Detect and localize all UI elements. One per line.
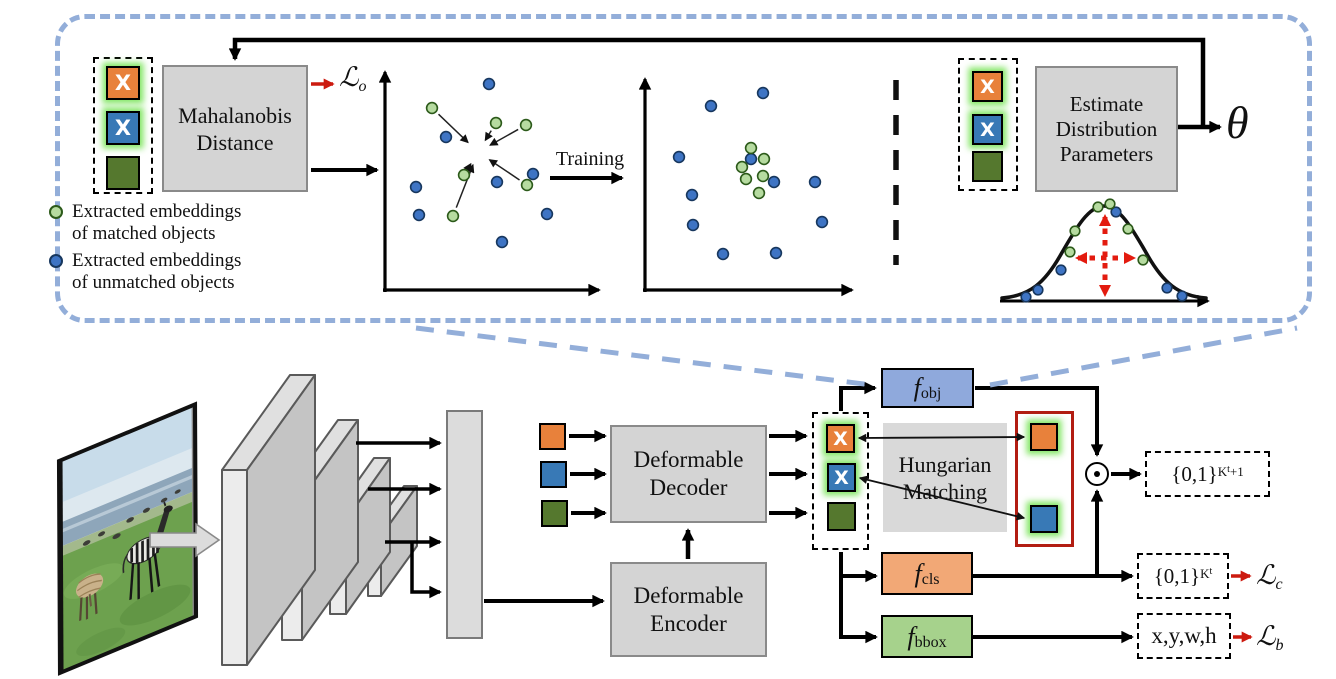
embedding-green-unmatched bbox=[827, 502, 856, 531]
gt-blue-object bbox=[1030, 505, 1058, 533]
gt-orange-object bbox=[1030, 423, 1058, 451]
embedding-orange-matched: X bbox=[826, 424, 855, 453]
estimate-distribution-box: Estimate Distribution Parameters bbox=[1035, 66, 1178, 192]
query-legend-right bbox=[958, 58, 1018, 191]
cnn-backbone bbox=[221, 374, 418, 666]
bbox-loss-label: ℒb bbox=[1256, 621, 1284, 654]
conv-layer-1 bbox=[221, 374, 316, 666]
backbone-feature-arrows bbox=[356, 436, 442, 599]
fobj-to-product-arrow bbox=[975, 386, 1104, 457]
matched-unknown-query-icon: X bbox=[106, 111, 140, 145]
classification-output-box: {0,1}Kt bbox=[1137, 553, 1229, 599]
embeddings-to-fobj-arrow bbox=[839, 381, 877, 411]
zoom-callout-panel bbox=[55, 14, 1312, 323]
unmatched-embedding-dot bbox=[49, 254, 63, 268]
query-arrows bbox=[569, 429, 607, 520]
theta-parameters-label: θ bbox=[1226, 97, 1249, 148]
decoder-output-arrows bbox=[769, 429, 808, 520]
input-image-zebra bbox=[56, 401, 199, 676]
query-legend-left bbox=[93, 57, 153, 194]
objectness-loss-label: ℒo bbox=[339, 62, 367, 95]
objectness-output-box: {0,1}Kt+1 bbox=[1145, 451, 1270, 497]
classification-loss-label: ℒc bbox=[1256, 560, 1283, 593]
scatter-before-dots bbox=[409, 77, 554, 249]
query-orange bbox=[539, 423, 566, 450]
loss-arrows bbox=[311, 78, 1253, 643]
variance-cross bbox=[1075, 214, 1136, 297]
query-blue bbox=[540, 461, 567, 488]
matched-embedding-dot bbox=[49, 205, 63, 219]
flattened-features-bar bbox=[446, 410, 483, 639]
unmatched-query-icon bbox=[106, 156, 140, 190]
matched-known-query-icon: X bbox=[972, 71, 1003, 102]
mahalanobis-distance-box: Mahalanobis Distance bbox=[162, 65, 308, 192]
scatter-after-dots bbox=[672, 86, 829, 261]
image-to-backbone-arrow bbox=[149, 522, 221, 558]
convergence-arrows bbox=[437, 113, 520, 208]
embedding-blue-matched: X bbox=[827, 463, 856, 492]
matched-known-query-icon: X bbox=[106, 66, 140, 100]
theta-feedback-line bbox=[228, 37, 1206, 127]
embeddings-to-fbbox-line bbox=[839, 552, 878, 644]
pale-zebra bbox=[75, 573, 104, 622]
training-label: Training bbox=[555, 148, 625, 170]
elementwise-product-operator bbox=[1085, 462, 1109, 486]
bbox-output-box: x,y,w,h bbox=[1137, 613, 1231, 659]
query-green bbox=[541, 500, 568, 527]
scatter-after-axes bbox=[638, 77, 854, 297]
zoom-callout-lines bbox=[415, 325, 1298, 388]
matched-unknown-query-icon: X bbox=[972, 114, 1003, 145]
scatter-before-axes bbox=[378, 70, 601, 297]
gaussian-distribution bbox=[1000, 198, 1210, 308]
unmatched-query-icon bbox=[972, 151, 1003, 182]
